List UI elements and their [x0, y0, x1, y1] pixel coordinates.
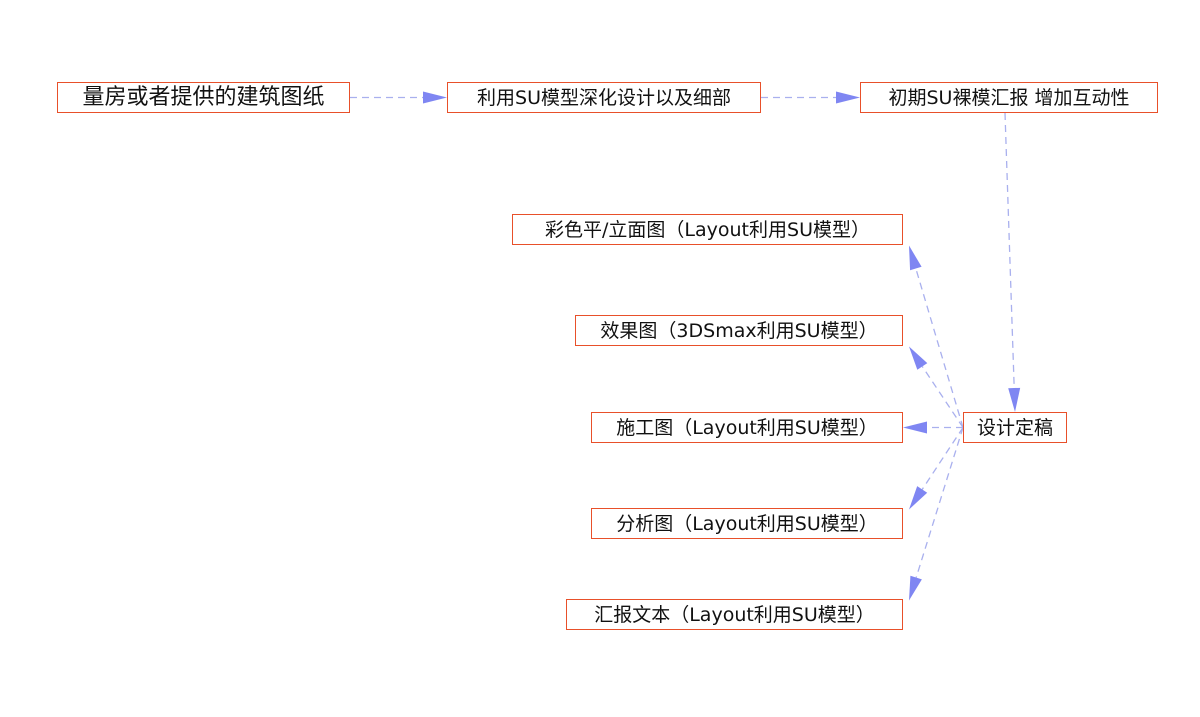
edge-n4-to-o5 — [909, 427, 964, 601]
arrow-head-icon — [836, 91, 860, 104]
node-color-plan-elevation: 彩色平/立面图（Layout利用SU模型） — [512, 214, 903, 245]
edge-n4-to-o3 — [903, 421, 963, 434]
edge-n3-to-n4 — [1004, 112, 1021, 412]
edge-line — [915, 268, 964, 428]
node-su-model-refinement: 利用SU模型深化设计以及细部 — [447, 82, 761, 113]
node-rendering: 效果图（3DSmax利用SU模型） — [575, 315, 903, 346]
edge-n4-to-o1 — [909, 245, 964, 428]
edge-line — [915, 427, 964, 578]
edge-line — [1004, 112, 1015, 389]
edge-n1-to-n2 — [350, 91, 447, 104]
node-construction-drawing: 施工图（Layout利用SU模型） — [591, 412, 903, 443]
edge-n4-to-o4 — [909, 427, 964, 510]
edge-n2-to-n3 — [761, 91, 860, 104]
arrow-head-icon — [909, 575, 922, 601]
arrow-head-icon — [909, 486, 928, 510]
arrow-head-icon — [1008, 387, 1021, 412]
node-analysis-drawing: 分析图（Layout利用SU模型） — [591, 508, 903, 539]
node-architectural-drawings: 量房或者提供的建筑图纸 — [57, 82, 350, 113]
node-report-document: 汇报文本（Layout利用SU模型） — [566, 599, 903, 630]
arrow-head-icon — [423, 91, 447, 104]
arrow-head-icon — [909, 346, 928, 370]
edge-line — [921, 366, 964, 428]
arrow-head-icon — [909, 245, 922, 271]
arrow-head-icon — [903, 421, 927, 434]
node-su-early-report: 初期SU裸模汇报 增加互动性 — [860, 82, 1158, 113]
edge-n4-to-o2 — [909, 346, 964, 428]
edge-line — [921, 427, 964, 490]
node-design-finalized: 设计定稿 — [963, 412, 1067, 443]
